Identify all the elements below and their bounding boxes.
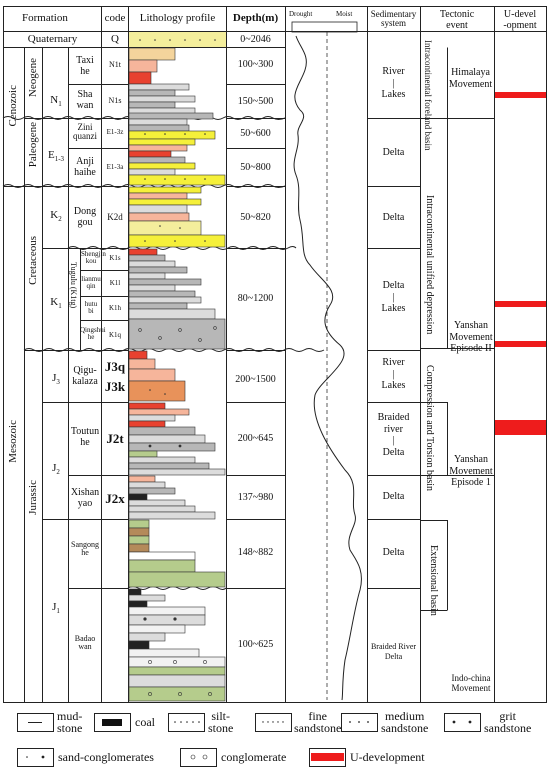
code-k1s: K1s	[109, 254, 121, 262]
tugulu-group: Tugulu (K1tg)	[69, 262, 78, 309]
header-formation: Formation	[22, 12, 68, 24]
epoch-j3: J3	[52, 372, 60, 387]
header-code: code	[104, 12, 126, 24]
depth-anjihaihe: 50~800	[240, 162, 271, 173]
epoch-n1: N1	[50, 94, 62, 109]
depth-badaowan: 100~625	[237, 639, 274, 650]
quaternary-depth: 0~2046	[240, 34, 271, 45]
epoch-j1: J1	[52, 601, 60, 616]
depth-shawan: 150~500	[237, 96, 274, 107]
climate-curve	[293, 35, 362, 701]
sed-neogene: River|Lakes	[381, 66, 406, 100]
tectonic-basin-extensional: Extensional basin	[428, 545, 439, 616]
code-n1t: N1t	[109, 60, 121, 69]
depth-ziniquanzi: 50~600	[240, 128, 271, 139]
epoch-j2: J2	[52, 462, 60, 477]
header-moist: Moist	[336, 10, 353, 18]
u-development-bars	[495, 92, 546, 435]
period-paleogene: Paleogene	[27, 122, 39, 168]
sed-xishanyao: Delta	[382, 491, 405, 502]
period-neogene: Neogene	[27, 58, 39, 98]
sed-qigukalaza: River|Lakes	[381, 357, 406, 391]
header-depth: Depth(m)	[232, 12, 279, 24]
header-udev: U-devel-opment	[503, 9, 537, 31]
sed-sangonghe: Delta	[382, 547, 405, 558]
code-j2t: J2t	[106, 431, 124, 446]
quaternary-name: Quaternary	[27, 33, 78, 45]
code-k1l: K1l	[109, 279, 121, 287]
era-mesozoic: Mesozoic	[7, 420, 19, 463]
legend-siltstone: silt-stone	[208, 709, 234, 735]
code-j3q: J3q	[104, 359, 126, 374]
code-k1h: K1h	[108, 304, 122, 312]
quaternary-code: Q	[111, 33, 119, 45]
lithology-profile	[128, 47, 226, 702]
depth-donggou: 50~820	[240, 212, 271, 223]
header-drought: Drought	[289, 10, 313, 18]
code-j3k: J3k	[104, 379, 126, 394]
legend-coal: coal	[135, 715, 155, 729]
sed-paleogene: Delta	[382, 147, 405, 158]
legend-u-development: U-development	[350, 750, 425, 764]
legend-sand-conglomerates: sand-conglomerates	[58, 750, 154, 764]
legend-conglomerate: conglomerate	[221, 750, 287, 764]
code-n1s: N1s	[108, 96, 122, 105]
header-lithology: Lithology profile	[139, 12, 216, 24]
depth-tugulu: 80~1200	[237, 293, 274, 304]
sed-donggou: Delta	[382, 212, 405, 223]
lithology-dots	[138, 39, 217, 696]
code-k2d: K2d	[107, 212, 123, 222]
depth-taxihe: 100~300	[237, 59, 274, 70]
legend-mudstone: mud-stone	[57, 709, 83, 735]
depth-toutunhe: 200~645	[237, 433, 274, 444]
tectonic-basin-foreland: Intracontinental foreland basin	[422, 40, 433, 151]
epoch-k2: K2	[50, 209, 62, 224]
era-cenozoic: Cenozoic	[7, 85, 19, 127]
code-e13z: E1-3z	[106, 128, 124, 136]
depth-sangonghe: 148~882	[237, 547, 274, 558]
climate-header-box	[291, 21, 358, 33]
depth-qigukalaza: 200~1500	[235, 374, 276, 385]
epoch-e13: E1-3	[47, 149, 65, 164]
period-jurassic: Jurassic	[27, 480, 39, 515]
tectonic-basin-unified: Intracontinental unified depression	[424, 195, 435, 335]
code-k1q: K1q	[108, 331, 122, 339]
code-e13a: E1-3a	[106, 163, 124, 171]
code-j2x: J2x	[105, 491, 125, 506]
sed-tugulu: Delta|Lakes	[381, 280, 406, 314]
period-cretaceous: Cretaceous	[27, 236, 39, 285]
depth-xishanyao: 137~980	[237, 492, 274, 503]
formation-qigukalaza: Qigu-kalaza	[72, 365, 98, 387]
quaternary-band	[129, 32, 226, 47]
tectonic-basin-compression: Compression and Torsion basin	[424, 365, 435, 492]
epoch-k1: K1	[50, 296, 62, 311]
